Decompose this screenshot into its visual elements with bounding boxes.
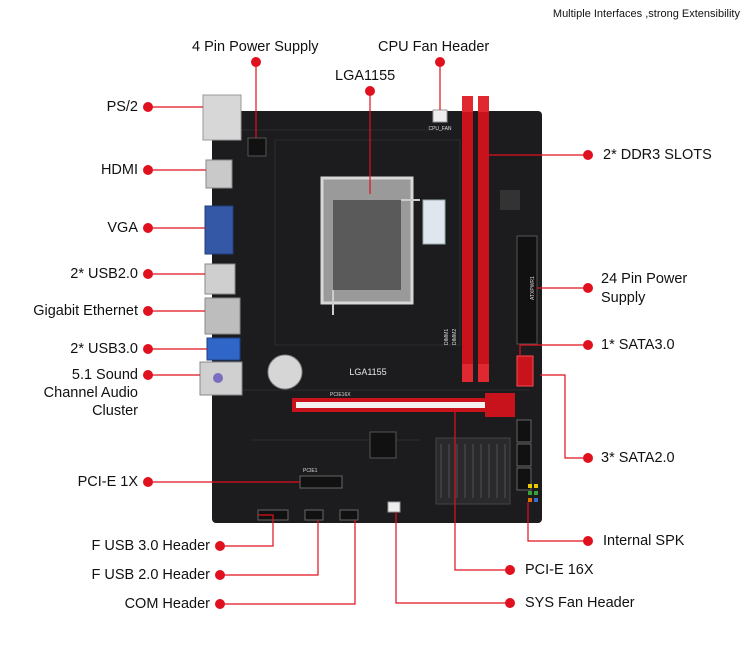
ps2-port <box>202 94 242 141</box>
label-power-24pin-line2: Supply <box>601 290 646 306</box>
ethernet-port <box>204 297 241 335</box>
dimm1-silk-label: DIMM1 <box>444 329 450 345</box>
label-front-usb20: F USB 2.0 Header <box>91 567 210 583</box>
label-ethernet: Gigabit Ethernet <box>33 303 138 319</box>
socket-silk-label: LGA1155 <box>349 367 386 377</box>
pcie1-silk-label: PCIE1 <box>303 468 318 474</box>
label-usb20: 2* USB2.0 <box>70 266 138 282</box>
pcie16-silk-label: PCIE16X <box>330 392 351 398</box>
white-module <box>422 199 446 245</box>
tagline: Multiple Interfaces ,strong Extensibilit… <box>552 8 740 20</box>
cpu-fan-header <box>432 109 448 123</box>
ddr3-slots <box>462 96 489 382</box>
label-ps2: PS/2 <box>106 99 138 115</box>
sys-fan-header <box>387 501 401 513</box>
sata2-connector-3 <box>516 467 532 491</box>
callout-dots <box>143 57 593 609</box>
front-usb20-header <box>304 509 324 521</box>
label-audio-line2: Channel Audio <box>43 385 138 401</box>
power-24pin-connector <box>516 235 538 345</box>
label-cpu-fan: CPU Fan Header <box>378 39 490 55</box>
label-pcie16x: PCI-E 16X <box>525 562 594 578</box>
cpu-fan-silk-label: CPU_FAN <box>428 126 451 132</box>
pcie16x-slot <box>292 393 515 417</box>
io-panel <box>199 94 243 396</box>
internal-spk-header <box>528 484 538 502</box>
label-vga: VGA <box>107 220 138 236</box>
label-audio-line3: Cluster <box>92 403 138 419</box>
small-chip <box>500 190 520 210</box>
usb30-port <box>206 337 241 361</box>
label-com: COM Header <box>124 596 210 612</box>
label-internal-spk: Internal SPK <box>603 533 685 549</box>
vga-port <box>204 205 234 255</box>
label-pcie1x: PCI-E 1X <box>77 474 138 490</box>
power-4pin-connector <box>247 137 267 157</box>
chipset-heatsink <box>435 437 511 505</box>
label-lga1155: LGA1155 <box>335 68 396 84</box>
dimm2-silk-label: DIMM2 <box>452 329 458 345</box>
sata2-connector-1 <box>516 419 532 443</box>
hdmi-port <box>205 159 233 189</box>
motherboard <box>212 111 542 523</box>
atx-silk-label: ATXPWR1 <box>530 276 536 300</box>
label-power-24pin-line1: 24 Pin Power <box>601 271 688 287</box>
label-audio-line1: 5.1 Sound <box>71 367 138 383</box>
cpu-socket <box>320 176 420 315</box>
pcie1x-slot <box>299 475 343 489</box>
label-hdmi: HDMI <box>100 162 138 178</box>
usb20-port <box>204 263 236 295</box>
sata2-connector-2 <box>516 443 532 467</box>
label-usb30: 2* USB3.0 <box>70 341 138 357</box>
label-sata3: 1* SATA3.0 <box>601 337 675 353</box>
sata3-connector <box>516 355 534 387</box>
label-sys-fan: SYS Fan Header <box>525 595 635 611</box>
label-power-4pin: 4 Pin Power Supply <box>192 39 319 55</box>
label-front-usb30: F USB 3.0 Header <box>91 538 210 554</box>
label-sata2: 3* SATA2.0 <box>601 450 675 466</box>
label-ddr3: 2* DDR3 SLOTS <box>603 147 712 163</box>
cmos-battery <box>267 354 303 390</box>
com-header <box>339 509 359 521</box>
io-chip <box>369 431 397 459</box>
leader-lines <box>148 62 588 605</box>
